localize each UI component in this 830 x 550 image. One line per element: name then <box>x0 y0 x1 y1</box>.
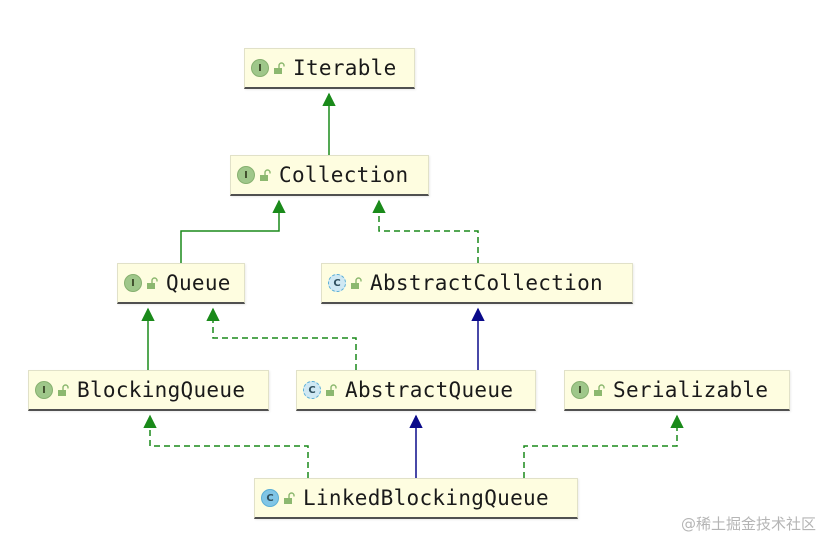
node-label: Collection <box>279 163 409 187</box>
unlock-icon <box>58 384 69 396</box>
edge-linkedblockingqueue-implements-serializable <box>523 414 684 478</box>
interface-icon: I <box>571 381 589 399</box>
node-label: Iterable <box>293 56 397 80</box>
unlock-icon <box>260 169 271 181</box>
node-label: Serializable <box>613 378 769 402</box>
edge-linkedblockingqueue-implements-blockingqueue <box>143 414 309 478</box>
node-label: Queue <box>166 271 231 295</box>
node-label: AbstractCollection <box>370 271 603 295</box>
unlock-icon <box>351 277 362 289</box>
node-abstractqueue[interactable]: C AbstractQueue <box>296 370 536 411</box>
interface-icon: I <box>251 59 269 77</box>
interface-icon: I <box>237 166 255 184</box>
unlock-icon <box>147 277 158 289</box>
node-serializable[interactable]: I Serializable <box>564 370 790 411</box>
node-collection[interactable]: I Collection <box>230 155 429 196</box>
node-abstractcollection[interactable]: C AbstractCollection <box>321 263 633 304</box>
interface-icon: I <box>35 381 53 399</box>
unlock-icon <box>594 384 605 396</box>
class-icon: C <box>261 489 279 507</box>
edge-abstractqueue-implements-queue <box>206 307 357 370</box>
interface-icon: I <box>124 274 142 292</box>
node-label: LinkedBlockingQueue <box>303 486 549 510</box>
abstract-class-icon: C <box>303 381 321 399</box>
watermark: @稀土掘金技术社区 <box>680 515 816 533</box>
node-label: BlockingQueue <box>77 378 246 402</box>
node-iterable[interactable]: I Iterable <box>244 48 415 89</box>
edge-abstractcollection-implements-collection <box>372 199 479 263</box>
node-queue[interactable]: I Queue <box>117 263 245 304</box>
unlock-icon <box>274 62 285 74</box>
unlock-icon <box>326 384 337 396</box>
node-label: AbstractQueue <box>345 378 514 402</box>
edge-queue-extends-collection <box>180 199 286 263</box>
abstract-class-icon: C <box>328 274 346 292</box>
node-blockingqueue[interactable]: I BlockingQueue <box>28 370 269 411</box>
node-linkedblockingqueue[interactable]: C LinkedBlockingQueue <box>254 478 578 519</box>
unlock-icon <box>284 492 295 504</box>
